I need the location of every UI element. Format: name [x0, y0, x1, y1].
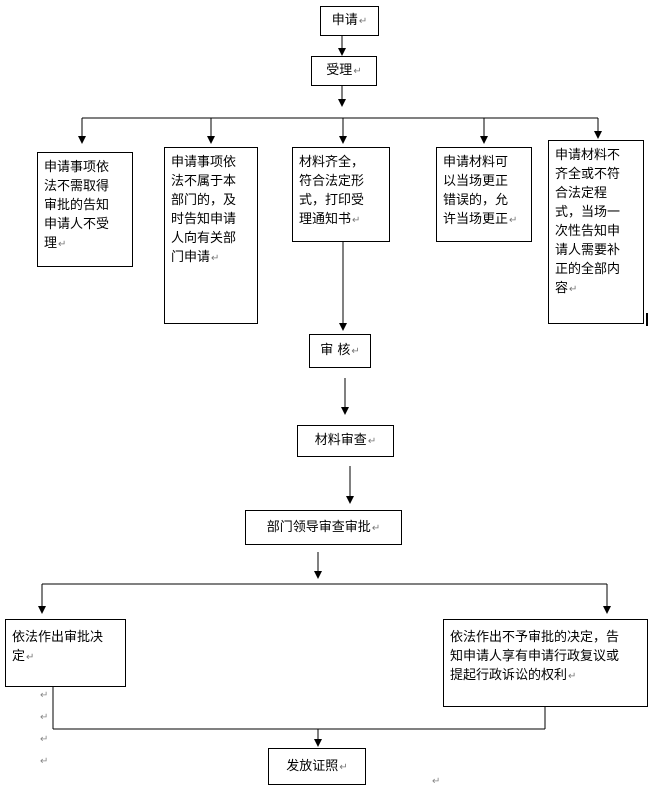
paragraph-mark-icon: ↵	[339, 762, 348, 773]
node-approve: 依法作出审批决 定↵	[5, 619, 126, 687]
node-reject-text: 依法作出不予审批的决定，告 知申请人享有申请行政复议或 提起行政诉讼的权利	[450, 630, 620, 683]
paragraph-mark-icon: ↵	[40, 712, 49, 723]
paragraph-mark-icon: ↵	[367, 436, 377, 447]
paragraph-mark-icon: ↵	[358, 16, 368, 27]
paragraph-mark-icon: ↵	[58, 239, 67, 250]
node-branch-other-department: 申请事项依 法不属于本 部门的，及 时告知申请 人向有关部 门申请↵	[164, 147, 258, 324]
paragraph-mark-icon: ↵	[40, 734, 49, 745]
paragraph-mark-icon: ↵	[211, 253, 220, 264]
node-issue-license-text: 发放证照	[286, 759, 339, 774]
node-review: 审 核↵	[309, 334, 371, 368]
node-approve-text: 依法作出审批决 定	[12, 630, 104, 664]
node-branch-correct-on-site-text: 申请材料可 以当场更正 错误的，允 许当场更正	[443, 155, 509, 227]
node-leader-approval: 部门领导审查审批↵	[245, 510, 402, 545]
node-branch-correct-on-site: 申请材料可 以当场更正 错误的，允 许当场更正↵	[436, 147, 532, 242]
node-material-review-text: 材料审查	[314, 433, 367, 448]
paragraph-mark-icon: ↵	[351, 346, 360, 357]
node-branch-not-required-text: 申请事项依 法不需取得 审批的告知 申请人不受 理	[44, 160, 110, 251]
node-branch-complete-text: 材料齐全， 符合法定形 式，打印受 理通知书	[299, 155, 365, 227]
paragraph-mark-icon: ↵	[569, 284, 578, 295]
paragraph-mark-icon: ↵	[509, 215, 518, 226]
vertical-bar-mark	[646, 313, 648, 326]
node-issue-license: 发放证照↵	[268, 748, 366, 785]
paragraph-mark-icon: ↵	[40, 690, 49, 701]
node-branch-incomplete-text: 申请材料不 齐全或不符 合法定程 式，当场一 次性告知申 请人需要补 正的全部内…	[555, 148, 621, 296]
node-review-text: 审 核	[320, 343, 351, 358]
node-leader-approval-text: 部门领导审查审批	[266, 520, 371, 535]
node-material-review: 材料审查↵	[297, 425, 394, 457]
paragraph-mark-icon: ↵	[40, 756, 49, 767]
node-apply-text: 申请	[331, 13, 358, 28]
paragraph-mark-icon: ↵	[26, 652, 35, 663]
node-accept: 受理↵	[311, 56, 377, 86]
node-branch-not-required: 申请事项依 法不需取得 审批的告知 申请人不受 理↵	[37, 152, 133, 267]
paragraph-mark-icon: ↵	[568, 671, 577, 682]
node-branch-incomplete: 申请材料不 齐全或不符 合法定程 式，当场一 次性告知申 请人需要补 正的全部内…	[548, 140, 644, 324]
node-accept-text: 受理	[326, 63, 353, 78]
paragraph-mark-icon: ↵	[353, 66, 362, 77]
node-reject: 依法作出不予审批的决定，告 知申请人享有申请行政复议或 提起行政诉讼的权利↵	[443, 619, 648, 707]
node-branch-other-department-text: 申请事项依 法不属于本 部门的，及 时告知申请 人向有关部 门申请	[171, 155, 237, 265]
node-branch-complete: 材料齐全， 符合法定形 式，打印受 理通知书↵	[292, 147, 390, 242]
paragraph-mark-icon: ↵	[352, 215, 361, 226]
paragraph-mark-icon: ↵	[432, 776, 441, 787]
node-apply: 申请↵	[320, 6, 379, 36]
paragraph-mark-icon: ↵	[371, 523, 381, 534]
